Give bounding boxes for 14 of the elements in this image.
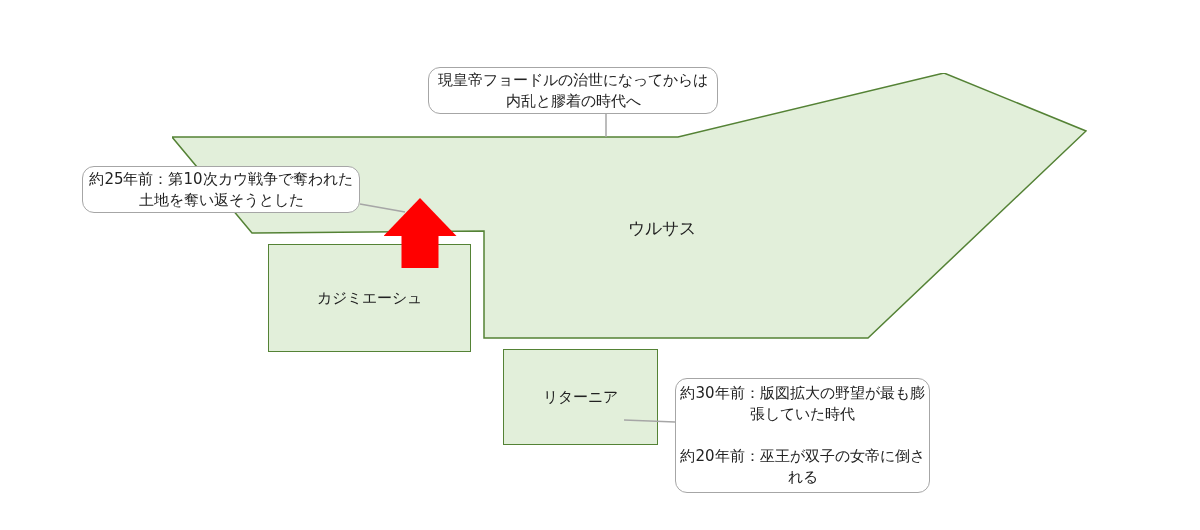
region-box (268, 244, 471, 352)
speech-bubble (675, 378, 930, 493)
region-label: リターニア (543, 387, 618, 407)
callout-text: 現皇帝フョードルの治世になってからは内乱と膠着の時代へ (437, 69, 709, 112)
leader-line (359, 203, 406, 213)
callout-text: 約30年前：版図拡大の野望が最も膨張していた時代 (680, 383, 925, 425)
region-label: ウルサス (628, 217, 696, 240)
leader-line (623, 419, 676, 423)
block-arrow (383, 198, 457, 268)
callout-text: 約20年前：巫王が双子の女帝に倒される (680, 446, 925, 488)
region-label: カジミエーシュ (317, 288, 422, 308)
callout-text: 約25年前：第10次カウ戦争で奪われた土地を奪い返そうとした (88, 168, 354, 211)
leader-line (605, 113, 607, 138)
region-box (503, 349, 658, 445)
